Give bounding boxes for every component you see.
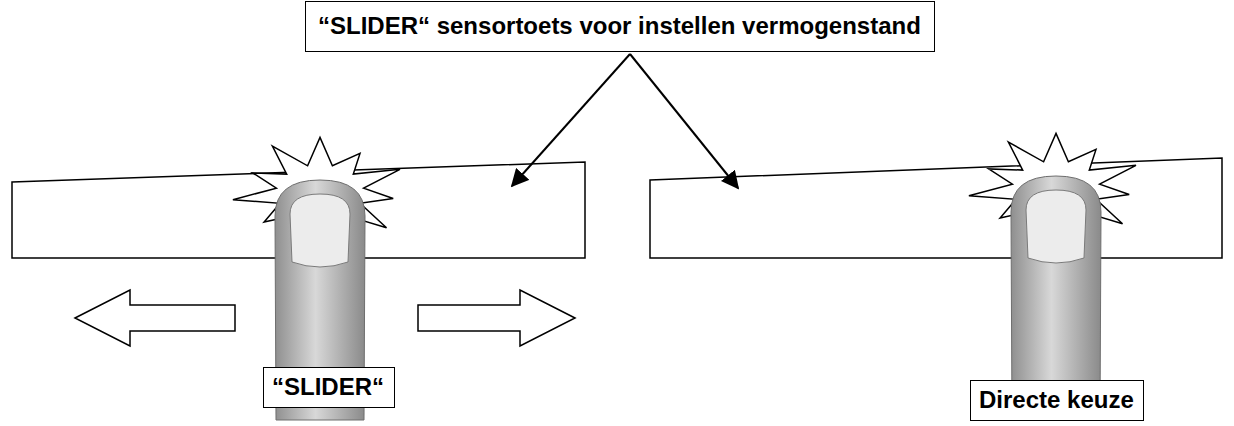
slider-panel <box>650 158 1222 258</box>
label-text: Directe keuze <box>979 386 1135 414</box>
title-box: “SLIDER“ sensortoets voor instellen verm… <box>305 1 935 52</box>
label-box: “SLIDER“ <box>263 367 395 408</box>
label-text: “SLIDER“ sensortoets voor instellen verm… <box>318 12 922 40</box>
leader-arrow <box>630 54 738 188</box>
leader-arrow <box>512 54 630 186</box>
label-text: “SLIDER“ <box>272 373 386 401</box>
fingernail <box>1026 190 1086 263</box>
label-box: Directe keuze <box>970 380 1144 421</box>
fingernail <box>290 194 350 267</box>
direction-arrow <box>418 290 575 346</box>
direction-arrow <box>75 290 235 346</box>
